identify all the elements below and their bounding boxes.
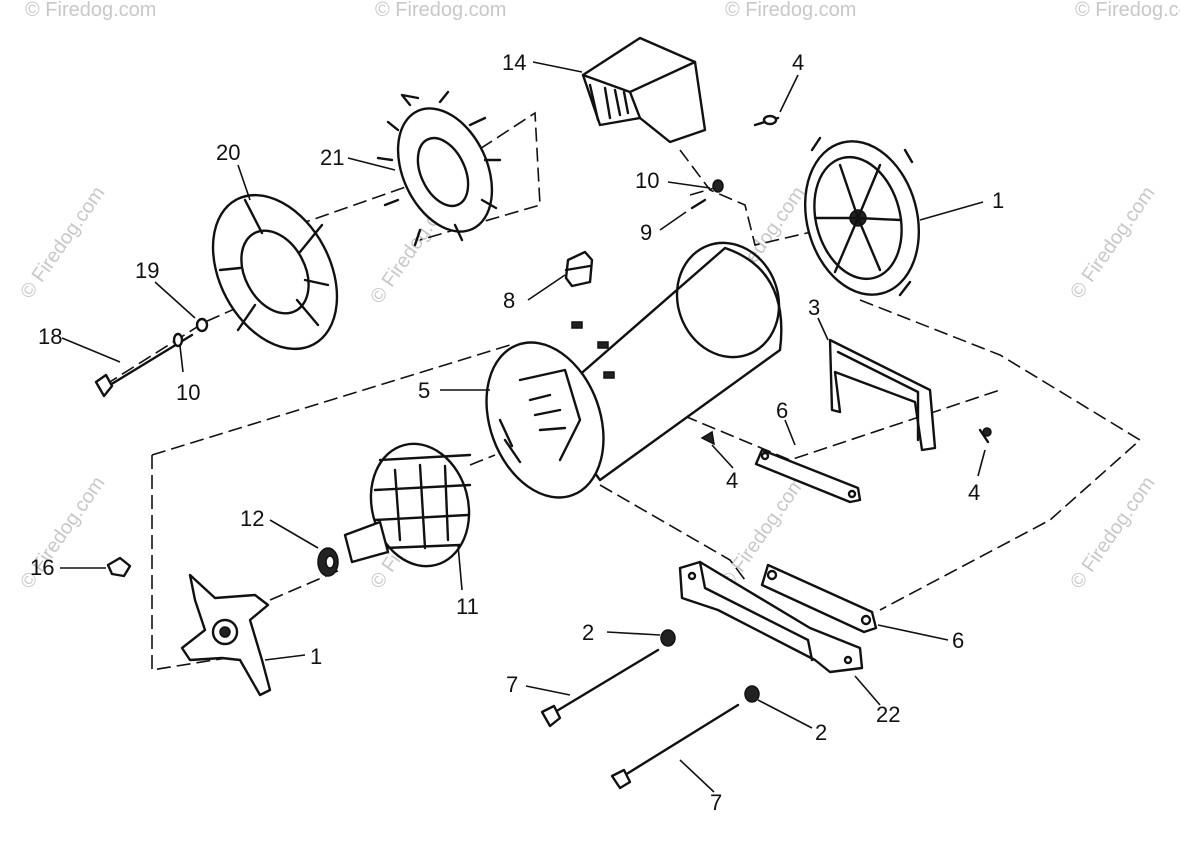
callout-2-top: 2	[582, 620, 594, 645]
leader-lines	[60, 61, 986, 793]
lower-frame-line	[599, 484, 746, 581]
part-3-side-bracket	[828, 338, 937, 452]
callout-12: 12	[240, 506, 264, 531]
callout-4-top: 4	[792, 50, 804, 75]
part-22-base-bracket	[678, 560, 864, 674]
callout-6-bottom: 6	[952, 628, 964, 653]
callout-5: 5	[418, 378, 430, 403]
callout-20: 20	[216, 140, 240, 165]
part-5-motor-housing	[485, 241, 783, 499]
callout-4-right: 4	[968, 480, 980, 505]
part-4-screw-top	[753, 114, 780, 127]
callout-16: 16	[30, 555, 54, 580]
callout-7-bottom: 7	[710, 790, 722, 815]
right-frame-line	[859, 299, 1142, 611]
callout-11: 11	[456, 594, 479, 619]
watermark-text: © Firedog.com	[1066, 473, 1159, 593]
watermark-text: © Firedog.com	[375, 0, 506, 21]
upper-rail-line	[151, 344, 511, 456]
part-1-end-bell-left	[180, 573, 272, 697]
part-19-washer	[195, 317, 209, 333]
callout-22: 22	[876, 702, 900, 727]
rotor-line	[469, 454, 496, 466]
watermark-text: © Firedog.com	[16, 183, 109, 303]
part-11-armature	[343, 442, 472, 568]
part-20-fan-shroud	[211, 193, 339, 351]
part-9-screw	[690, 198, 707, 210]
callout-21: 21	[320, 145, 344, 170]
callout-9: 9	[640, 220, 652, 245]
fan-axis-line	[239, 111, 541, 246]
part-6-strap-bottom	[760, 563, 878, 634]
callout-labels: 14 4 20 21 10 1 9 19 8 18 10 3 5 6 4 4 1…	[30, 50, 1004, 815]
callout-7-left: 7	[506, 672, 518, 697]
part-6-strap-mid	[754, 448, 862, 504]
callout-19: 19	[135, 258, 159, 283]
part-2-washer-bottom	[744, 685, 760, 703]
callout-8: 8	[503, 288, 515, 313]
callout-14: 14	[502, 50, 526, 75]
callout-10-top: 10	[635, 168, 659, 193]
bracket-to-shroud-line	[679, 149, 821, 246]
callout-6-mid: 6	[776, 398, 788, 423]
callout-4-mid: 4	[726, 468, 738, 493]
callout-18: 18	[38, 324, 62, 349]
part-4-screw-mid	[700, 430, 715, 446]
callout-3: 3	[808, 295, 820, 320]
watermark-text: © Firedog.com	[25, 0, 156, 21]
callout-10-left: 10	[176, 380, 200, 405]
callout-1-left: 1	[310, 644, 322, 669]
watermark-text: © Firedog.com	[1066, 183, 1159, 303]
part-7-bolt-bottom	[610, 703, 740, 790]
part-12-bearing	[317, 547, 339, 577]
callout-2-bottom: 2	[815, 720, 827, 745]
part-14-cover-bracket	[581, 36, 707, 144]
part-10-washer-top	[712, 179, 724, 193]
part-7-bolt-left	[540, 648, 660, 728]
end-bell-axis-line	[151, 455, 246, 671]
callout-1-right: 1	[992, 188, 1004, 213]
part-8-terminal-block	[564, 250, 594, 288]
watermark-text: © Firedog.com	[725, 0, 856, 21]
part-4-screw-right	[978, 427, 992, 444]
part-21-cooling-fan	[376, 90, 502, 247]
watermark-text: © Firedog.com	[1075, 0, 1180, 21]
part-16-clip	[106, 556, 132, 578]
part-2-washer-top	[660, 629, 676, 647]
part-10-washer-left	[172, 332, 184, 348]
part-1-end-bracket-right	[803, 136, 921, 297]
